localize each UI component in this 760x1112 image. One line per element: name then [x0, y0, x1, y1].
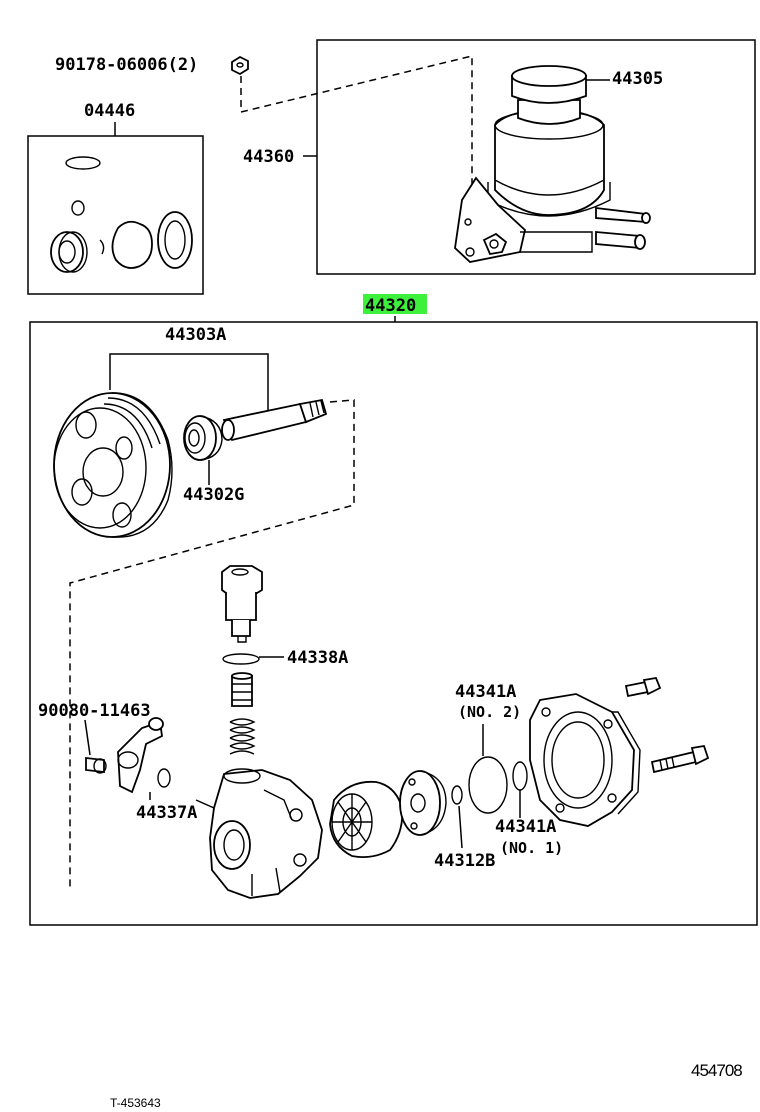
label-pulley[interactable]: 44303A	[165, 325, 226, 345]
shaft-icon	[221, 398, 328, 442]
cam-ring-icon	[329, 780, 404, 859]
shaft-dash-line	[69, 399, 355, 890]
reference-code: T-453643	[110, 1096, 161, 1110]
union-leader-to-body	[195, 799, 215, 809]
cam-o-ring-icon	[451, 785, 463, 805]
housing-bolt-long-icon	[650, 744, 710, 774]
label-gasket-kit[interactable]: 04446	[84, 101, 135, 121]
pulley-bracket-leader	[109, 353, 269, 412]
rear-housing-icon	[529, 693, 641, 827]
control-valve-icon	[231, 672, 253, 707]
label-nut-part[interactable]: 90178-06006(2)	[55, 55, 198, 75]
reservoir-dash-line	[240, 55, 473, 200]
label-o-ring-union[interactable]: 44337A	[136, 803, 197, 823]
reservoir-box	[316, 39, 756, 275]
pump-assembly-box	[29, 321, 758, 926]
union-o-ring-icon	[157, 768, 171, 788]
label-oil-seal[interactable]: 44302G	[183, 485, 244, 505]
housing-bolt-top-icon	[624, 676, 662, 698]
label-o-ring-cam[interactable]: 44312B	[434, 851, 495, 871]
reservoir-icon	[454, 65, 651, 263]
label-pump-assembly[interactable]: 44320	[365, 296, 416, 316]
valve-fitting-icon	[221, 565, 263, 643]
valve-o-ring-icon	[222, 653, 260, 665]
label-o-ring-no1[interactable]: 44341A	[495, 817, 556, 837]
label-reservoir-cap[interactable]: 44305	[612, 69, 663, 89]
oil-seal-icon	[183, 415, 223, 461]
o-ring-no2-icon	[468, 756, 508, 814]
label-reservoir-bracket[interactable]: 44360	[243, 147, 294, 167]
union-fitting-icon	[117, 717, 164, 794]
union-bolt-leader	[84, 719, 91, 756]
pump-assembly-highlight	[363, 294, 427, 314]
gasket-kit-parts-icon	[50, 156, 193, 273]
label-o-ring-no2[interactable]: 44341A	[455, 682, 516, 702]
o-ring-no1-icon	[512, 761, 528, 791]
side-plate-icon	[399, 770, 447, 836]
pulley-icon	[53, 392, 173, 538]
spring-icon	[229, 718, 256, 755]
union-bolt-icon	[85, 756, 107, 774]
nut-icon	[231, 55, 249, 76]
pump-body-icon	[209, 768, 323, 899]
label-union-bolt[interactable]: 90080-11463	[38, 701, 151, 721]
gasket-kit-box	[27, 135, 204, 295]
label-o-ring-valve[interactable]: 44338A	[287, 648, 348, 668]
cam-o-ring-leader	[458, 805, 463, 849]
label-o-ring-no2-note: (NO. 2)	[458, 703, 521, 721]
label-o-ring-no1-note: (NO. 1)	[500, 839, 563, 857]
diagram-code: 454708	[691, 1061, 742, 1080]
